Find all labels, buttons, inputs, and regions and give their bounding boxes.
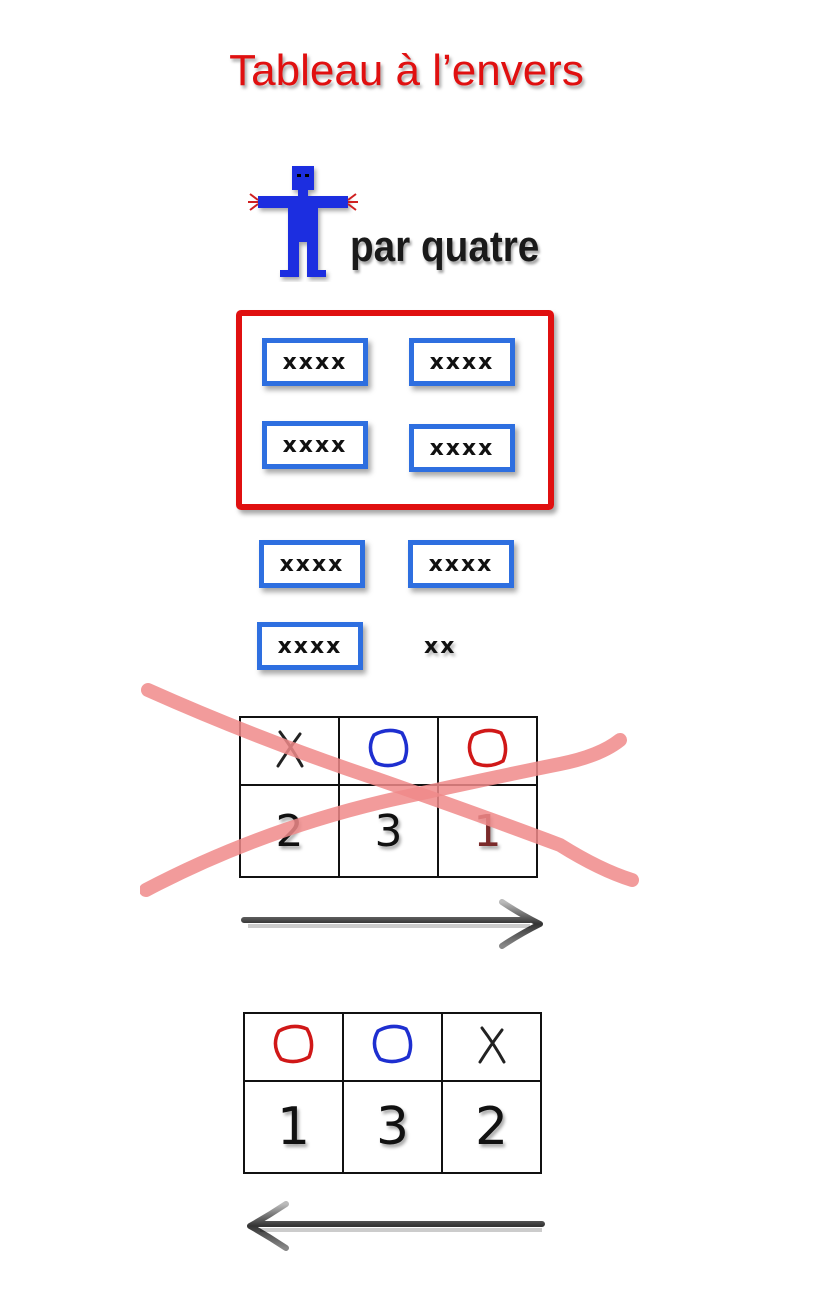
group-box: xxxx — [408, 540, 514, 588]
table-cell: 2 — [441, 1080, 542, 1174]
table-cell — [441, 1012, 542, 1082]
table-right: 1 3 2 — [243, 1012, 542, 1174]
subtitle: par quatre — [350, 222, 540, 271]
digit: 3 — [375, 1097, 410, 1157]
table-cell: 3 — [342, 1080, 443, 1174]
blue-circle-icon — [372, 1024, 412, 1064]
group-box: xxxx — [259, 540, 365, 588]
table-cell — [243, 1012, 344, 1082]
leftover-items: xx — [424, 634, 457, 659]
blue-circle-icon — [368, 728, 408, 768]
page-title: Tableau à l’envers — [229, 46, 584, 95]
group-box: xxxx — [262, 421, 368, 469]
red-circle-icon — [273, 1024, 313, 1064]
red-circle-icon — [467, 728, 507, 768]
strike-through-mark — [140, 683, 639, 897]
x-mark-icon — [478, 1026, 505, 1064]
arrow-right-icon — [241, 899, 543, 949]
digit: 1 — [276, 1097, 311, 1157]
digit: 2 — [474, 1097, 509, 1157]
group-box: xxxx — [409, 338, 515, 386]
arrow-left-icon — [247, 1201, 545, 1251]
table-cell — [342, 1012, 443, 1082]
group-box: xxxx — [409, 424, 515, 472]
group-box: xxxx — [257, 622, 363, 670]
table-cell: 1 — [243, 1080, 344, 1174]
group-frame — [236, 310, 554, 510]
group-box: xxxx — [262, 338, 368, 386]
person-figure-icon — [248, 166, 358, 277]
digit: 3 — [374, 805, 403, 857]
